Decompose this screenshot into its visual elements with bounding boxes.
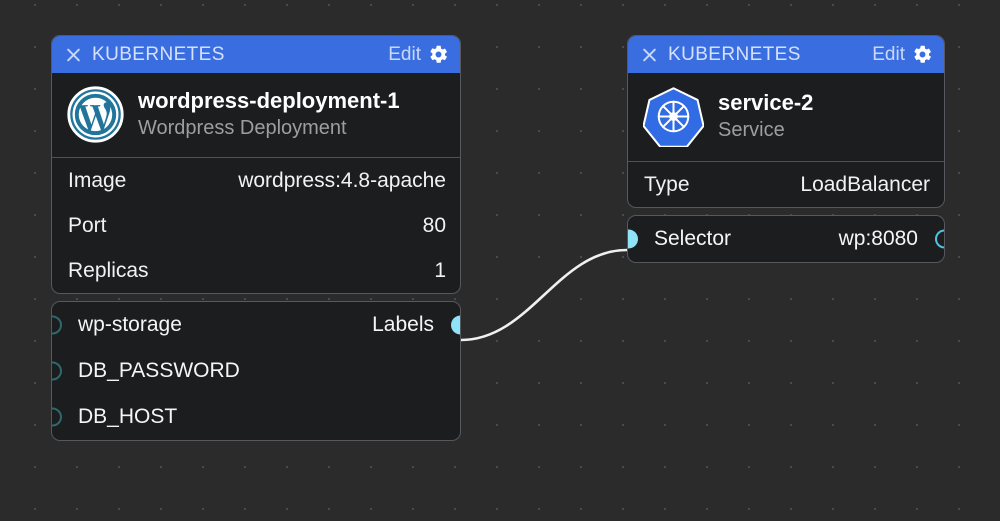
node-ports-panel: Selector wp:8080 xyxy=(627,215,945,263)
property-key: Image xyxy=(68,168,127,192)
property-row-port[interactable]: Port 80 xyxy=(52,203,460,248)
port-output-group: wp:8080 xyxy=(839,227,944,251)
port-row-db-password[interactable]: DB_PASSWORD xyxy=(52,348,460,394)
section-divider xyxy=(52,157,460,158)
titlebar-actions: Edit xyxy=(872,44,933,66)
node-header: service-2 Service xyxy=(628,73,944,161)
connection-edge-labels-to-selector[interactable] xyxy=(459,248,629,342)
section-divider xyxy=(628,161,944,162)
port-handle-output-selector[interactable] xyxy=(934,229,944,249)
edit-button[interactable]: Edit xyxy=(388,43,421,65)
property-key: Port xyxy=(68,213,107,237)
property-row-replicas[interactable]: Replicas 1 xyxy=(52,248,460,293)
node-titlebar[interactable]: KUBERNETES Edit xyxy=(52,36,460,73)
node-titlebar[interactable]: KUBERNETES Edit xyxy=(628,36,944,73)
property-value: 1 xyxy=(434,258,446,282)
port-row-selector[interactable]: Selector wp:8080 xyxy=(628,216,944,262)
property-value: LoadBalancer xyxy=(800,172,930,196)
port-name: DB_PASSWORD xyxy=(78,359,240,382)
close-icon[interactable] xyxy=(641,46,658,63)
port-name: wp-storage xyxy=(78,313,182,336)
node-titlebar-title: KUBERNETES xyxy=(92,43,225,65)
gear-icon[interactable] xyxy=(428,44,449,65)
property-key: Type xyxy=(644,172,690,196)
port-handle-output-labels[interactable] xyxy=(450,315,460,335)
node-main-panel: KUBERNETES Edit xyxy=(51,35,461,294)
wordpress-logo-icon xyxy=(67,86,124,143)
node-main-panel: KUBERNETES Edit xyxy=(627,35,945,208)
titlebar-actions: Edit xyxy=(388,44,449,66)
port-row-db-host[interactable]: DB_HOST xyxy=(52,394,460,440)
node-wordpress-deployment-1[interactable]: KUBERNETES Edit xyxy=(51,35,461,441)
property-value: 80 xyxy=(422,213,446,237)
node-kind: Service xyxy=(718,118,785,141)
port-name: Selector xyxy=(654,227,732,250)
node-kind: Wordpress Deployment xyxy=(138,116,347,139)
port-output-label: wp:8080 xyxy=(838,227,918,250)
port-output-label: Labels xyxy=(372,313,434,336)
node-service-2[interactable]: KUBERNETES Edit xyxy=(627,35,945,263)
property-value: wordpress:4.8-apache xyxy=(238,168,446,192)
property-row-type[interactable]: Type LoadBalancer xyxy=(628,162,944,207)
close-icon[interactable] xyxy=(65,46,82,63)
node-name: service-2 xyxy=(718,90,814,116)
node-ports-panel: wp-storage Labels DB_PASSWORD DB_HOST xyxy=(51,301,461,441)
property-row-image[interactable]: Image wordpress:4.8-apache xyxy=(52,158,460,203)
port-row-wp-storage[interactable]: wp-storage Labels xyxy=(52,302,460,348)
port-handle-input-selector[interactable] xyxy=(628,229,638,249)
node-header: wordpress-deployment-1 Wordpress Deploym… xyxy=(52,73,460,157)
node-name: wordpress-deployment-1 xyxy=(138,88,400,114)
node-titlebar-title: KUBERNETES xyxy=(668,43,801,65)
edit-button[interactable]: Edit xyxy=(872,43,905,65)
gear-icon[interactable] xyxy=(912,44,933,65)
kubernetes-logo-icon xyxy=(643,87,704,147)
port-output-group: Labels xyxy=(372,313,460,337)
port-name: DB_HOST xyxy=(78,405,178,428)
property-key: Replicas xyxy=(68,258,149,282)
